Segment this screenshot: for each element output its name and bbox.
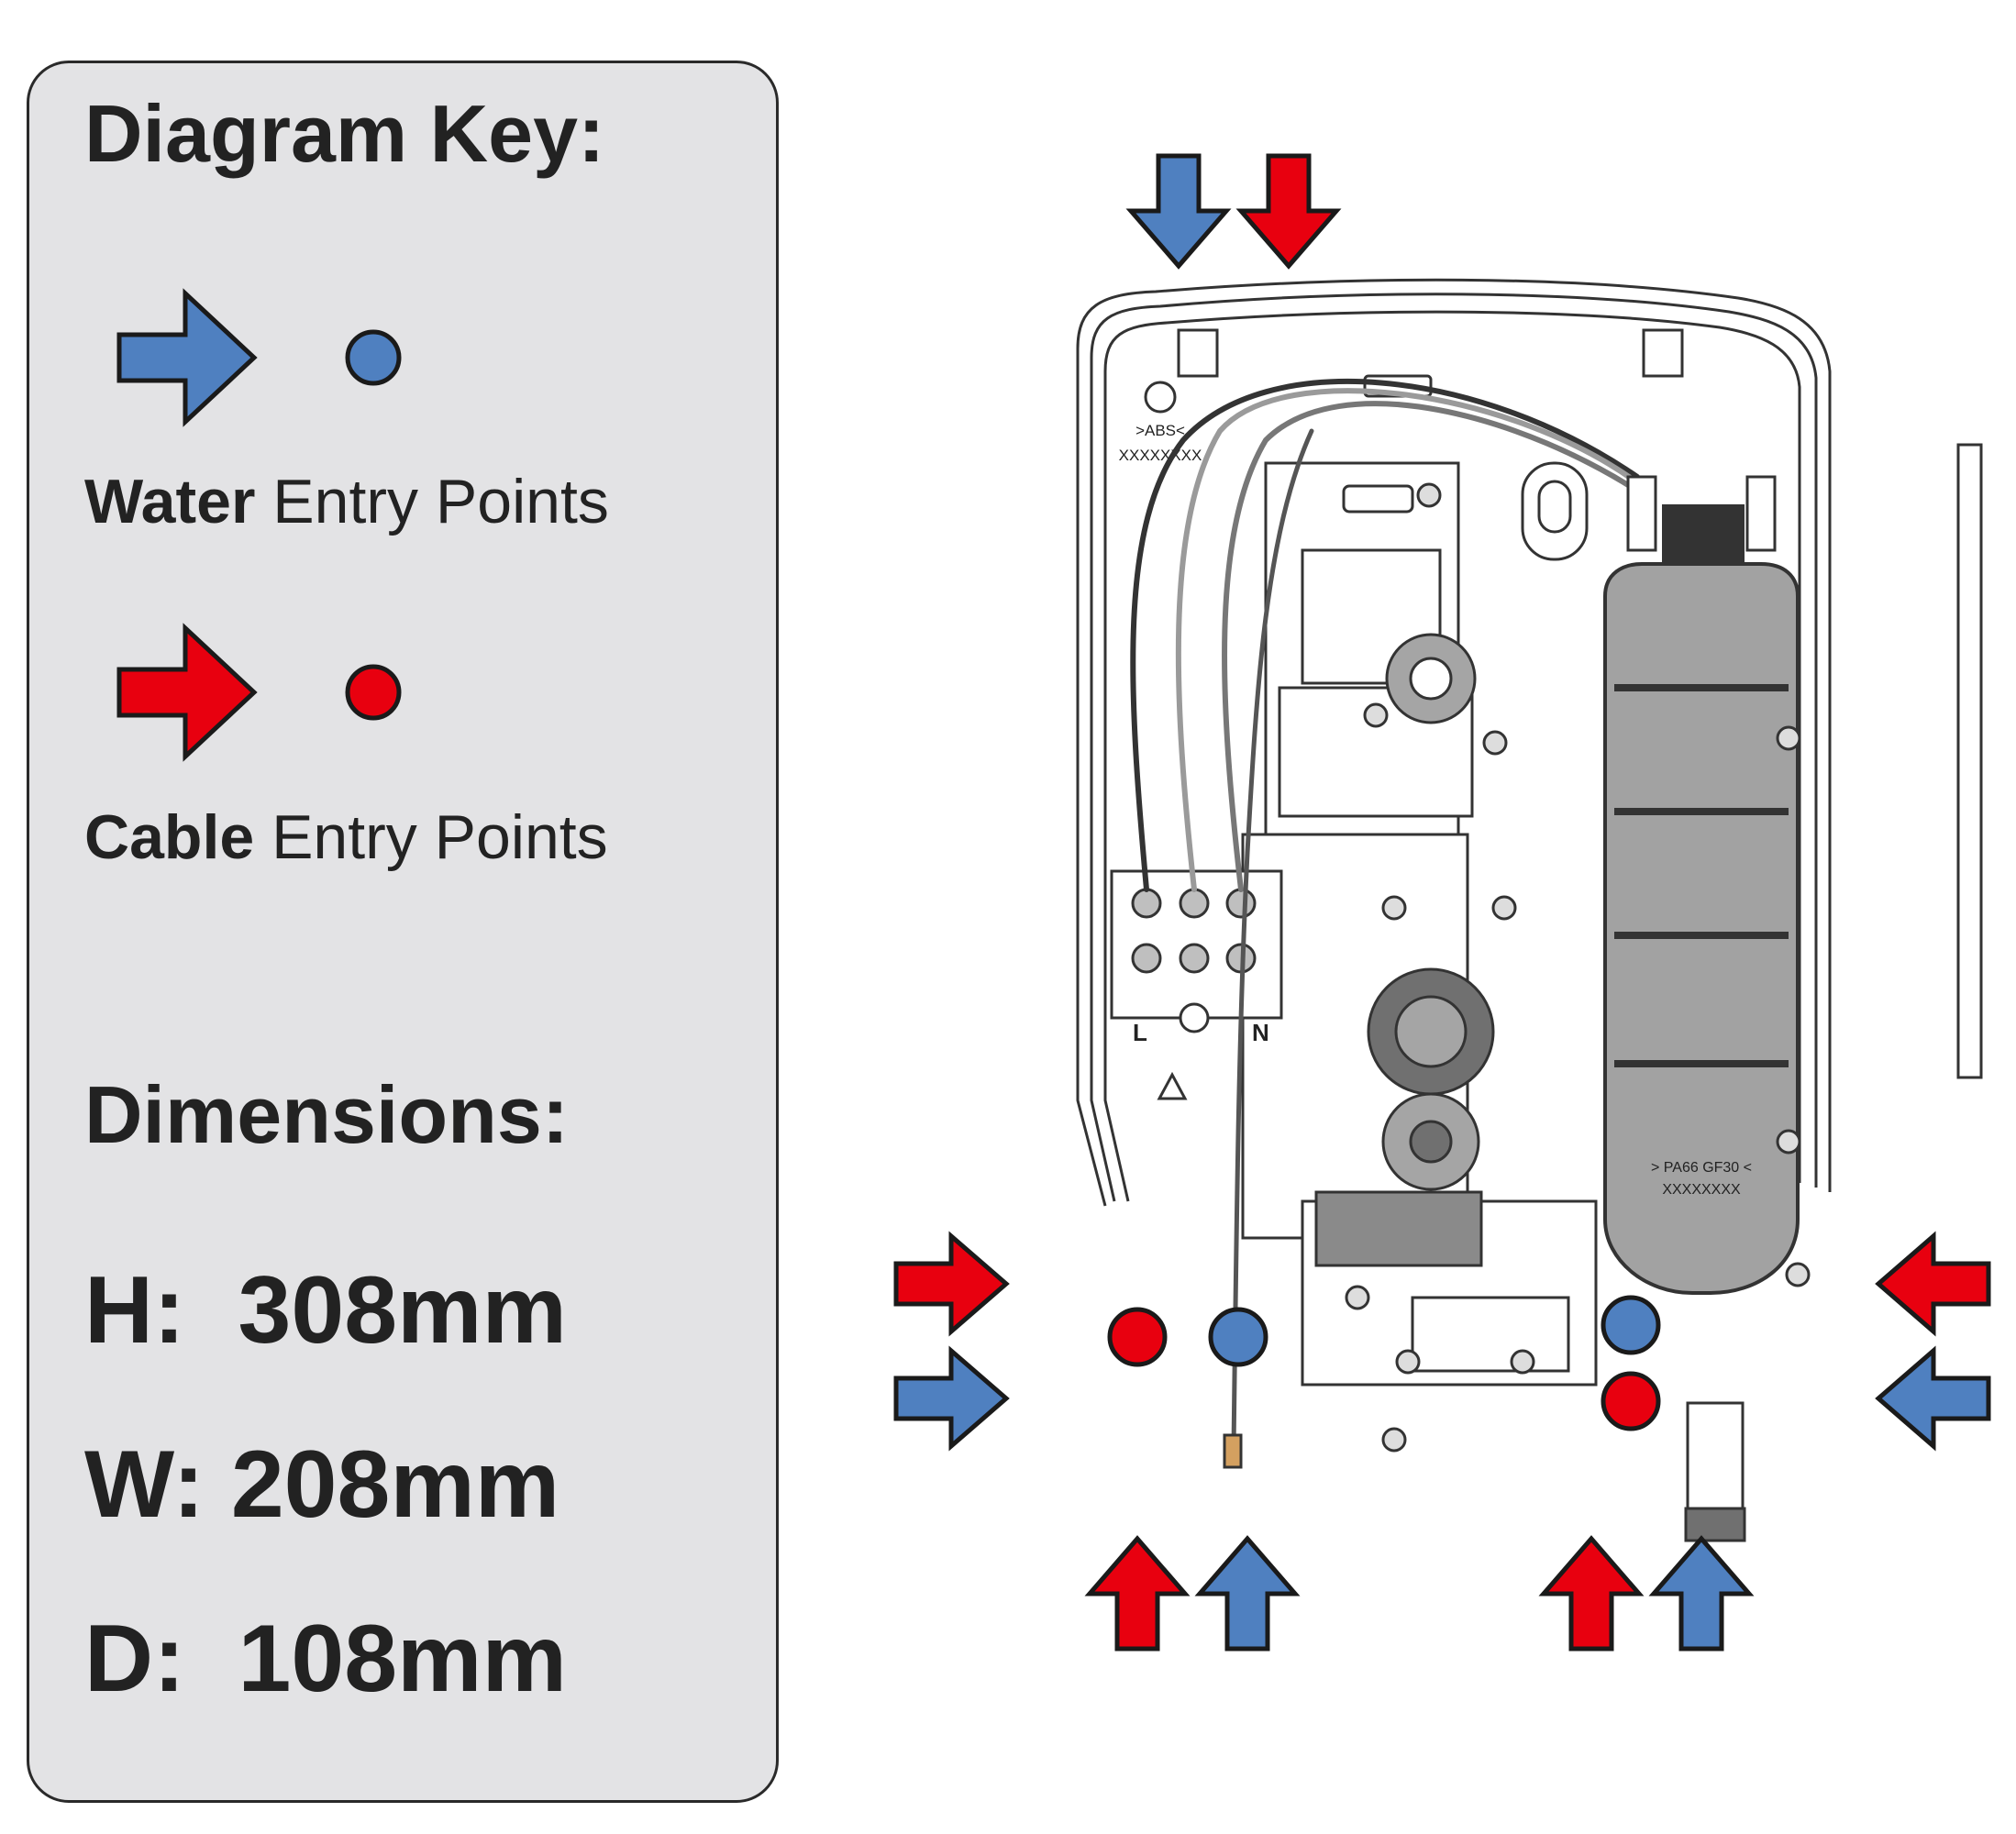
top-cable-arrow-icon <box>1241 156 1336 266</box>
water-arrow-icon <box>116 288 258 427</box>
right-water-arrow-icon <box>1878 1351 1988 1446</box>
bottom-right-cable-arrow-icon <box>1544 1539 1639 1649</box>
dimension-width: W: 208mm <box>84 1431 560 1538</box>
water-dot-icon <box>345 329 402 386</box>
shower-unit-diagram: >ABS< XXXXXXXX L N <box>881 138 2009 1696</box>
cable-entry-label: Cable Entry Points <box>84 802 608 872</box>
entry-points <box>1107 1295 1661 1431</box>
right-water-entry-dot-icon <box>1601 1295 1661 1355</box>
warning-triangle-icon <box>1157 1071 1188 1100</box>
svg-text:L: L <box>1133 1019 1147 1046</box>
dimensions-title: Dimensions: <box>84 1069 570 1160</box>
svg-text:N: N <box>1252 1019 1269 1046</box>
cables <box>1130 378 1654 1469</box>
svg-text:XXXXXXXX: XXXXXXXX <box>1662 1182 1741 1198</box>
water-legend-graphic <box>116 288 402 427</box>
dimension-height: H: 308mm <box>84 1257 567 1364</box>
bottom-left-water-arrow-icon <box>1200 1539 1295 1649</box>
svg-text:XXXXXXXX: XXXXXXXX <box>1119 447 1202 464</box>
top-water-arrow-icon <box>1131 156 1226 266</box>
backplate <box>1076 278 1983 1207</box>
left-cable-arrow-icon <box>896 1236 1006 1331</box>
right-cable-entry-dot-icon <box>1601 1371 1661 1431</box>
bottom-left-cable-arrow-icon <box>1090 1539 1185 1649</box>
water-entry-label: Water Entry Points <box>84 467 609 536</box>
diagram-key-title: Diagram Key: <box>84 88 605 179</box>
internal-chassis <box>1241 461 1598 1387</box>
left-water-entry-dot-icon <box>1208 1307 1268 1367</box>
left-cable-entry-dot-icon <box>1107 1307 1168 1367</box>
cable-arrow-icon <box>116 623 258 762</box>
dimension-depth: D: 108mm <box>84 1606 567 1712</box>
abs-recycle-mark: >ABS< XXXXXXXX <box>1119 381 1202 464</box>
svg-text:>ABS<: >ABS< <box>1135 422 1185 439</box>
right-cable-arrow-icon <box>1878 1236 1988 1331</box>
left-water-arrow-icon <box>896 1351 1006 1446</box>
solenoid-and-outlet <box>1314 633 1746 1542</box>
bottom-right-water-arrow-icon <box>1654 1539 1749 1649</box>
screws <box>1345 482 1811 1453</box>
cable-legend <box>84 619 451 766</box>
cable-dot-icon <box>345 664 402 721</box>
water-legend <box>84 284 451 431</box>
terminal-block: L N <box>1110 869 1283 1100</box>
cable-legend-graphic <box>116 623 402 762</box>
svg-text:> PA66 GF30 <: > PA66 GF30 < <box>1651 1160 1752 1176</box>
heater-can: > PA66 GF30 < XXXXXXXX <box>1603 475 1800 1295</box>
